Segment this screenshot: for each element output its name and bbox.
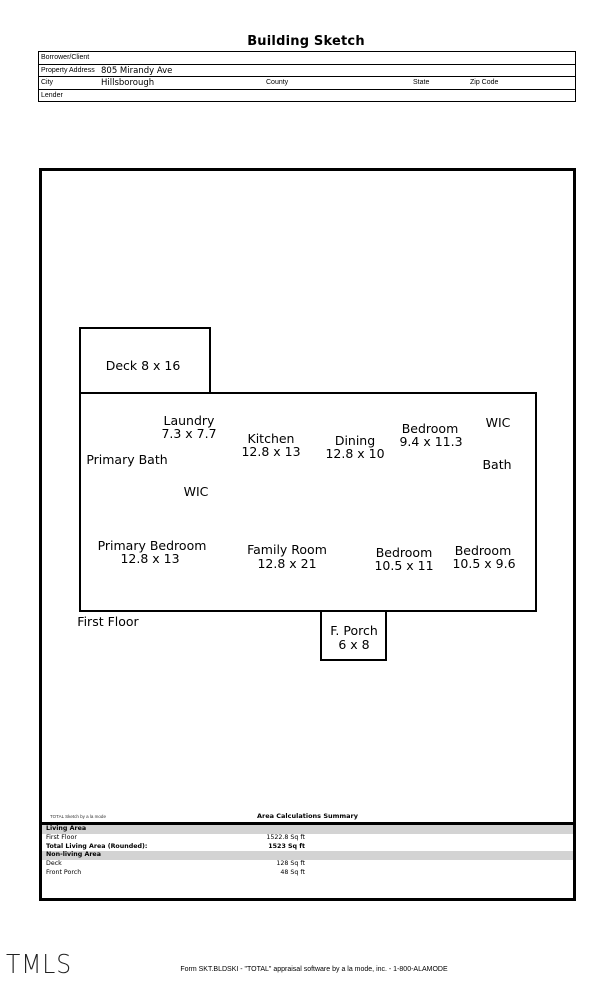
bedroom-label: Bedroom — [402, 421, 459, 436]
address-row: Property Address 805 Mirandy Ave — [39, 65, 575, 77]
city-label: City — [41, 79, 54, 86]
porch-dim: 6 x 8 — [338, 637, 369, 652]
address-label: Property Address — [41, 66, 95, 74]
total-label: Total Living Area (Rounded): — [46, 842, 148, 850]
deck-area-label: Deck — [46, 860, 62, 868]
primary-bedroom-dim: 12.8 x 13 — [120, 551, 179, 566]
bath-label: Bath — [482, 457, 511, 472]
kitchen-label: Kitchen — [248, 431, 295, 446]
first-floor-value: 1522.8 Sq ft — [266, 833, 305, 841]
laundry-label: Laundry — [164, 413, 216, 428]
family-room-label: Family Room — [247, 542, 327, 557]
deck-area-value: 128 Sq ft — [276, 860, 305, 868]
city-value: Hillsborough — [101, 78, 155, 88]
family-room-dim: 12.8 x 21 — [257, 556, 316, 571]
county-label: County — [266, 79, 289, 86]
dining-dim: 12.8 x 10 — [325, 446, 384, 461]
tmls-logo: TMLS — [6, 950, 72, 980]
porch-area-label: Front Porch — [46, 868, 82, 876]
summary-row: First Floor 1522.8 Sq ft — [42, 834, 573, 843]
address-value: 805 Mirandy Ave — [101, 65, 173, 76]
porch-area-value: 48 Sq ft — [280, 868, 305, 876]
city-row: City Hillsborough County State Zip Code — [39, 77, 575, 90]
laundry-dim: 7.3 x 7.7 — [161, 426, 216, 441]
bedroom-dim: 9.4 x 11.3 — [399, 434, 462, 449]
first-floor-label: First Floor — [46, 833, 77, 841]
borrower-row: Borrower/Client — [39, 52, 575, 65]
bedroom-dim: 10.5 x 11 — [374, 558, 433, 573]
porch-label: F. Porch — [330, 623, 378, 638]
page-title: Building Sketch — [247, 34, 365, 49]
dining-label: Dining — [335, 433, 375, 448]
wic-label: WIC — [184, 484, 209, 499]
nonliving-area-header: Non-living Area — [42, 851, 573, 861]
living-area-label: Living Area — [46, 825, 87, 832]
wic-label: WIC — [486, 415, 511, 430]
lender-label: Lender — [41, 91, 63, 99]
sketch-frame: Deck 8 x 16 Laundry 7.3 x 7.7 Primary Ba… — [39, 168, 576, 901]
bedroom-label: Bedroom — [376, 545, 433, 560]
nonliving-area-label: Non-living Area — [46, 851, 101, 859]
lender-row: Lender — [39, 90, 575, 102]
state-label: State — [413, 79, 430, 86]
deck-label: Deck 8 x 16 — [106, 358, 181, 373]
living-area-header: Living Area — [42, 825, 573, 834]
area-summary: Living Area First Floor 1522.8 Sq ft Tot… — [42, 822, 573, 878]
summary-row: Front Porch 48 Sq ft — [42, 869, 573, 878]
kitchen-dim: 12.8 x 13 — [241, 444, 300, 459]
summary-row: Total Living Area (Rounded): 1523 Sq ft — [42, 843, 573, 852]
total-value: 1523 Sq ft — [268, 842, 305, 850]
summary-title: Area Calculations Summary — [256, 812, 359, 820]
primary-bath-label: Primary Bath — [86, 452, 167, 467]
bedroom-dim: 10.5 x 9.6 — [452, 556, 515, 571]
porch-outline — [320, 610, 387, 661]
first-floor-label: First Floor — [77, 614, 139, 629]
property-info-table: Borrower/Client Property Address 805 Mir… — [38, 51, 576, 102]
first-floor-outline — [79, 392, 537, 612]
bedroom-label: Bedroom — [455, 543, 512, 558]
primary-bedroom-label: Primary Bedroom — [98, 538, 207, 553]
summary-row: Deck 128 Sq ft — [42, 860, 573, 869]
zip-label: Zip Code — [470, 79, 499, 86]
form-footer: Form SKT.BLDSKI - "TOTAL" appraisal soft… — [180, 966, 448, 973]
floor-plan: Deck 8 x 16 Laundry 7.3 x 7.7 Primary Ba… — [77, 327, 537, 661]
sketch-credit: TOTAL Sketch by a la mode — [50, 814, 106, 819]
borrower-label: Borrower/Client — [41, 54, 90, 61]
